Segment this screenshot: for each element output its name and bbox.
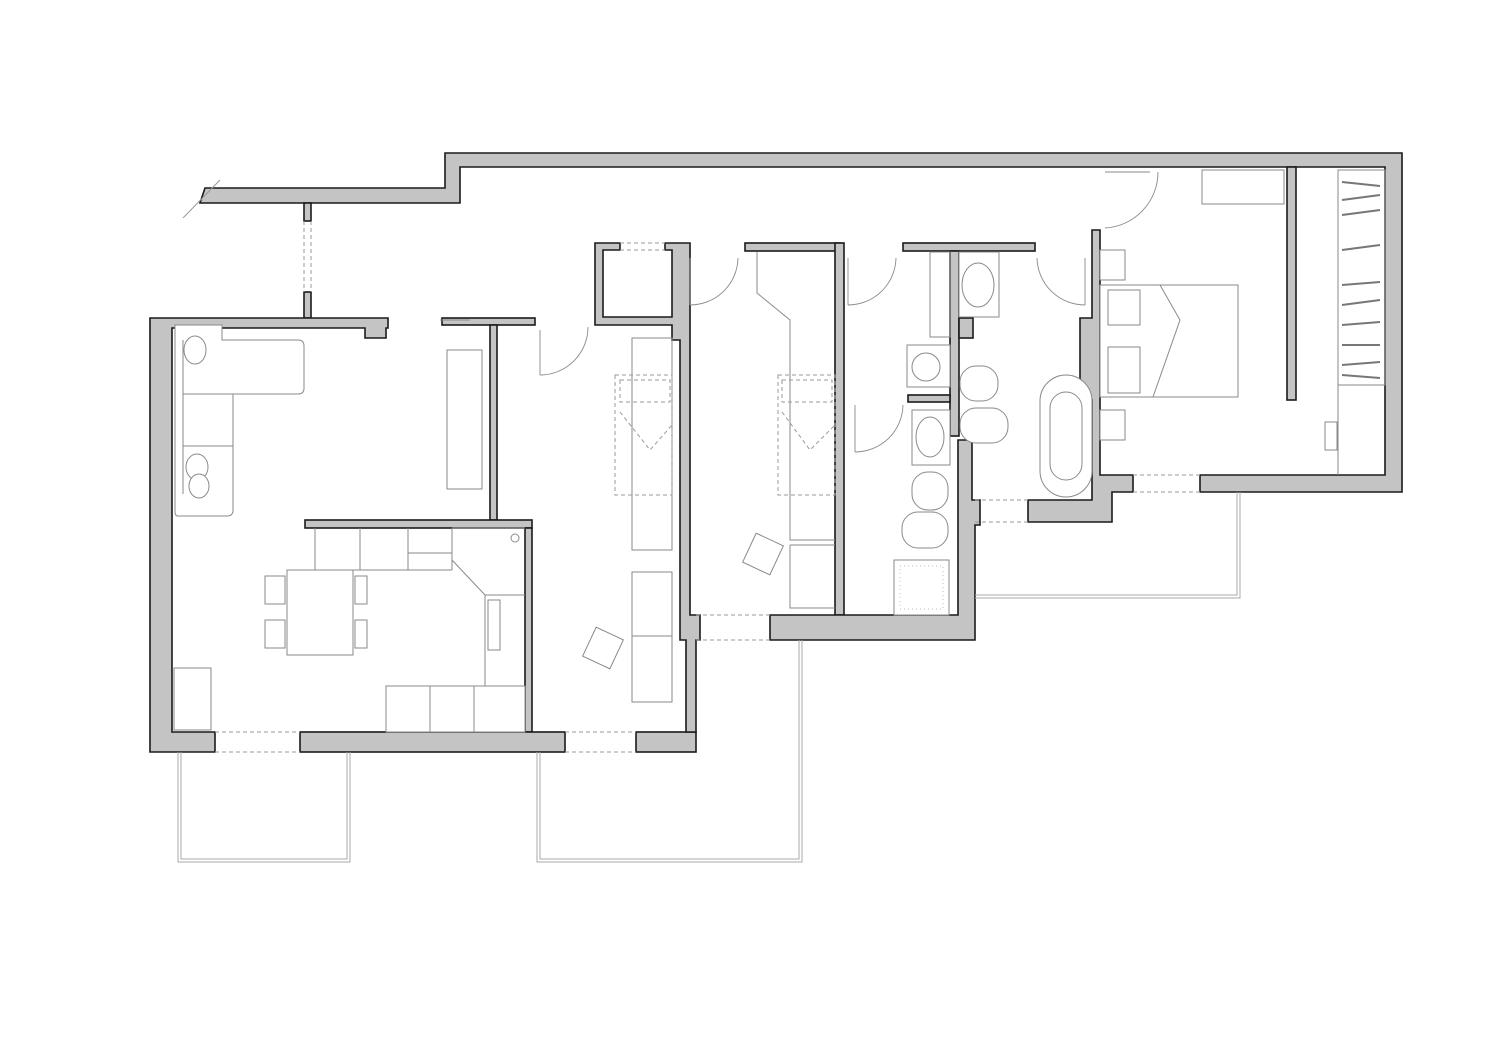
wardrobe [631,337,673,551]
bathroom-south-wall [769,439,981,641]
wardrobe-wall [1286,166,1297,401]
doors[interactable] [440,171,1159,453]
balcony-middle [536,640,803,863]
bathtub [1039,374,1093,498]
bathroom2 [958,251,1093,498]
walk-in-wardrobe [1337,169,1386,386]
bathroom1-partition [907,394,951,403]
bedroom2-wall [744,242,841,252]
chair [741,532,785,576]
toilet [901,511,949,549]
walls [149,152,1403,753]
tv-cabinet [446,349,483,490]
south-wall [635,731,697,753]
balcony-left [177,752,351,863]
door-bathroom1[interactable] [854,404,904,453]
nightstand [1099,409,1126,441]
bedroom2-furniture [741,252,836,609]
fold-bed [614,374,673,496]
kitchen-counter [385,685,526,733]
balcony-right [975,492,1241,599]
cushion [183,335,207,365]
bathroom1-wall [949,250,960,437]
south-wall [299,731,566,753]
shelf [929,251,951,338]
toilet [959,407,1009,444]
chest [1324,421,1338,451]
fold-bed [777,374,836,496]
kitchen-wall [524,527,533,733]
cushion [188,473,210,499]
bidet [959,365,999,402]
dining-chairs [264,575,368,649]
kitchen-wall [304,519,533,529]
bedroom1-furniture [581,337,673,703]
hangers [1341,181,1381,379]
double-bed [1099,284,1239,398]
living-partition-wall [489,324,498,521]
break-line [182,179,221,219]
door-corridor[interactable] [539,326,589,376]
door-bathroom2[interactable] [1036,257,1086,306]
nightstand [1099,249,1126,281]
dining-table [286,569,354,656]
bedroom2-wall [834,242,845,616]
corridor-stub-wall [303,202,312,222]
shower-tray [893,559,950,616]
chair [581,626,625,670]
cabinet [173,667,212,731]
bathroom1-wall [902,242,1036,252]
bathroom1-wall [958,317,974,339]
desk [631,571,673,703]
living-partition-wall [441,317,536,326]
door-master[interactable] [1104,171,1159,229]
washing-machine [906,344,951,388]
balconies [177,492,1241,863]
corridor-stub-wall [303,291,312,319]
master-bedroom [1099,169,1386,475]
kitchen [314,527,526,733]
door-bedroom1[interactable] [689,257,739,306]
living-room-furniture [173,324,483,731]
bidet [911,471,949,511]
bathroom1 [893,251,951,616]
dresser [1201,169,1285,205]
gas-icon [510,533,520,543]
door-bedroom2[interactable] [847,257,897,306]
windows [215,221,1200,753]
